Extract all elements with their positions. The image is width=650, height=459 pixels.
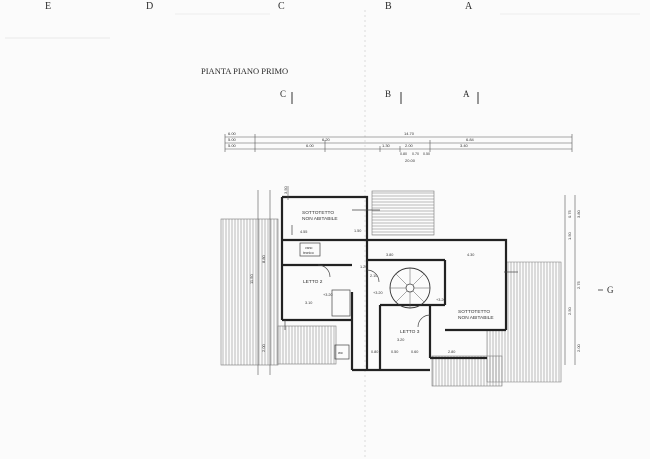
top-axis-letters: E D C B A [45, 1, 473, 12]
dim-inner-11: 0.60 [411, 350, 418, 354]
dim-inner-3: 4.30 [467, 253, 474, 257]
dim-left-1: 8.80 [261, 254, 266, 263]
dim-right-3: 2.75 [576, 280, 581, 289]
room-sottotetto-left-line2: NON ABITABILE [302, 216, 338, 222]
level-2: +3.20 [436, 298, 446, 302]
interior-details [284, 209, 518, 360]
roof-hatching [220, 190, 562, 387]
dim-inner-9: 0.80 [371, 350, 378, 354]
dim-top-row2-a: 5.00 [228, 137, 237, 142]
room-letto-2: LETTO 2 [303, 279, 323, 285]
scan-marks [5, 13, 640, 39]
dim-right-1: 0.75 [567, 209, 572, 218]
dim-top-row2-c: 6.84 [466, 137, 475, 142]
dim-inner-8: 1.20 [360, 265, 367, 269]
section-markers: C B A [280, 89, 479, 104]
level-3: +3.20 [323, 293, 333, 297]
room-wc: wc [338, 350, 343, 355]
dim-top-row3-sub-a: 0.80 [400, 152, 407, 156]
dim-left-0: 3.50 [283, 185, 288, 194]
section-letter-b: B [385, 89, 391, 99]
top-axis-letter-e: E [45, 1, 51, 12]
dim-left-2: 11.50 [249, 274, 254, 284]
dim-top-total: 20.00 [405, 158, 416, 163]
room-vano-line1: vano [305, 246, 312, 250]
dim-top-row2-b: 6.20 [322, 137, 331, 142]
dim-top-row3-a: 5.00 [228, 143, 237, 148]
top-axis-letter-b: B [385, 1, 392, 12]
dim-inner-12: 0.50 [391, 350, 398, 354]
dim-top-row3-d: 2.00 [405, 143, 414, 148]
side-axis-letter-g: G [607, 285, 614, 295]
dim-inner-2: 3.80 [386, 253, 393, 257]
dim-inner-10: 2.80 [448, 350, 455, 354]
dim-inner-5: 3.20 [397, 338, 404, 342]
top-axis-letter-c: C [278, 1, 285, 12]
dim-top-row1-b: 14.70 [404, 131, 415, 136]
dim-right-5: 2.00 [576, 343, 581, 352]
room-sottotetto-right-line1: SOTTOTETTO [458, 309, 490, 315]
dim-top-row1-a: 6.00 [228, 131, 237, 136]
dim-top-row3-sub-b: 0.70 [412, 152, 419, 156]
spiral-staircase [389, 267, 431, 309]
room-sottotetto-left-line1: SOTTOTETTO [302, 210, 334, 216]
top-axis-letter-a: A [465, 1, 473, 12]
left-vertical-dimensions: 8.80 11.50 3.50 2.00 [249, 185, 289, 375]
dim-inner-1: 4.55 [300, 230, 307, 234]
dim-right-4: 2.50 [567, 306, 572, 315]
section-letter-a: A [463, 89, 470, 99]
dim-inner-6: 1.50 [354, 229, 361, 233]
top-dimension-chains: 6.00 14.70 5.00 6.20 6.84 5.00 6.00 1.30… [224, 131, 573, 163]
plan-title: PIANTA PIANO PRIMO [201, 66, 288, 76]
section-letter-c: C [280, 89, 286, 99]
level-1: +3.20 [373, 291, 383, 295]
inner-dimensions: 4.55 3.80 4.30 3.10 3.20 1.50 2.10 1.20 … [300, 229, 474, 354]
room-vano-line2: tecnico [303, 251, 314, 255]
dim-inner-4: 3.10 [305, 301, 312, 305]
dim-top-row3-b: 6.00 [306, 143, 315, 148]
dim-top-row3-sub-c: 0.50 [423, 152, 430, 156]
room-sottotetto-right-line2: NON ABITABILE [458, 315, 494, 321]
walls [280, 195, 508, 372]
dim-top-row3-c: 1.30 [382, 143, 391, 148]
dim-right-0: 3.80 [576, 209, 581, 218]
dim-inner-7: 2.10 [370, 274, 377, 278]
dim-left-3: 2.00 [261, 343, 266, 352]
room-labels: SOTTOTETTO NON ABITABILE LETTO 2 SOTTOTE… [302, 210, 494, 355]
room-letto-3: LETTO 3 [400, 329, 420, 335]
top-axis-letter-d: D [146, 1, 153, 12]
right-vertical-dimensions: 3.80 0.75 1.50 2.75 2.50 2.00 [564, 195, 581, 365]
dim-right-2: 1.50 [567, 231, 572, 240]
dim-top-row3-e: 3.40 [460, 143, 469, 148]
